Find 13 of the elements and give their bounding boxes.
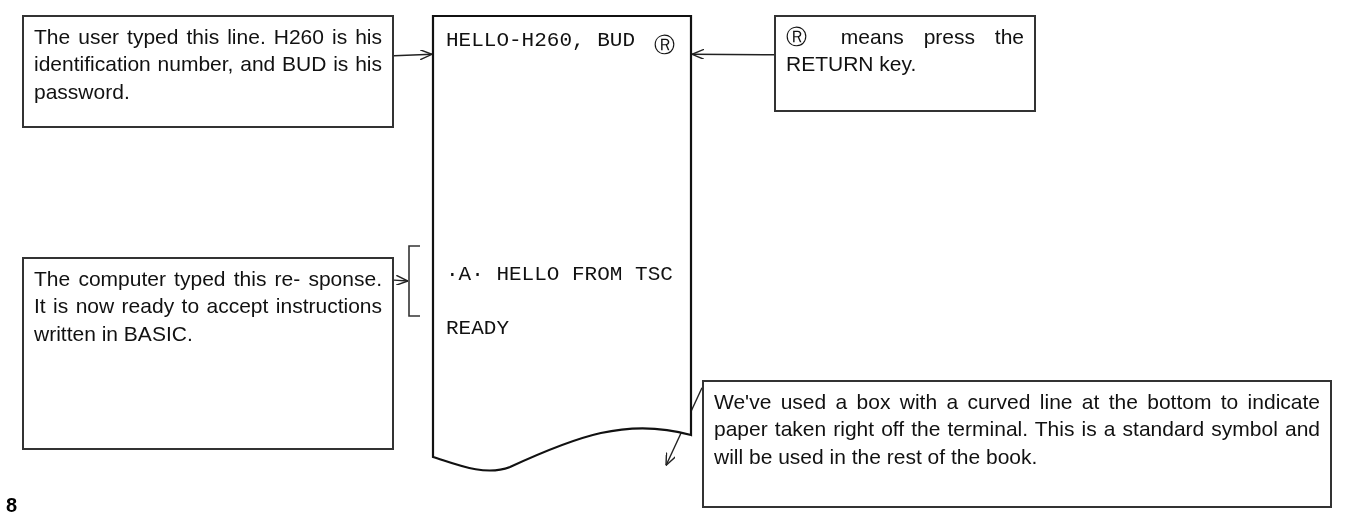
printout-line: HELLO-H260, BUD — [446, 29, 636, 52]
note-box: We've used a box with a curved line at the bottom to indicate paper taken right off the terminal. This is a standard symbol and will be used in the rest of the book. — [702, 380, 1332, 508]
page-number: 8 — [6, 494, 18, 517]
note-box: The computer typed this re- sponse. It is now ready to accept instructions written in BASIC. — [22, 257, 394, 450]
arrow — [393, 274, 409, 286]
arrow — [393, 49, 433, 61]
bracket — [408, 245, 420, 317]
printout-line: ·A· HELLO FROM TSC — [446, 263, 673, 286]
arrow — [691, 48, 775, 61]
note-box: The user typed this line. H260 is his identification number, and BUD is his password. — [22, 15, 394, 128]
note-box: Ⓡ means press the RETURN key. — [774, 15, 1036, 112]
return-key-symbol: Ⓡ — [654, 33, 675, 59]
printout-line: READY — [446, 317, 509, 340]
